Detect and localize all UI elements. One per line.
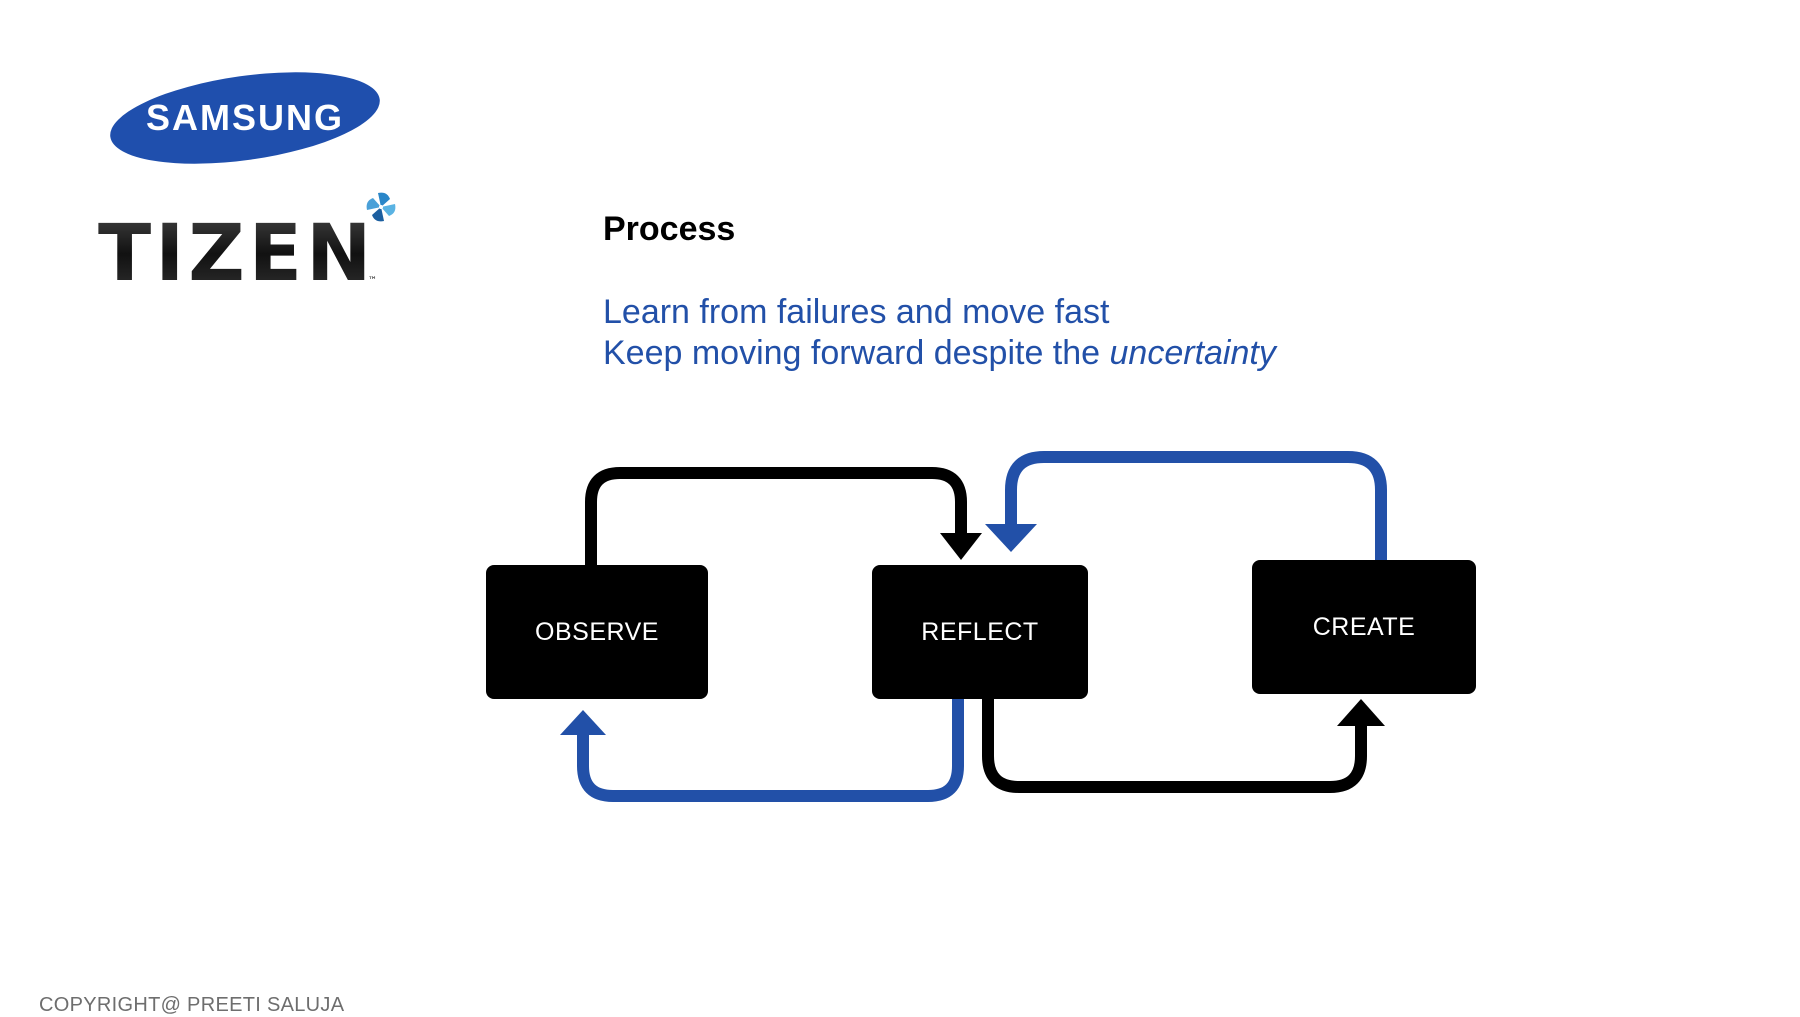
samsung-logo: SAMSUNG	[110, 72, 380, 164]
arrow-observe-to-reflect	[585, 467, 967, 565]
arrowhead-observe-to-reflect	[940, 533, 982, 560]
logo-area: SAMSUNG TIZEN ™	[90, 60, 410, 290]
slide-subtitle: Learn from failures and move fast Keep m…	[603, 292, 1276, 374]
subtitle-line-2: Keep moving forward despite the uncertai…	[603, 333, 1276, 374]
arrow-create-to-reflect	[1005, 451, 1387, 560]
slide-title: Process	[603, 210, 736, 248]
copyright-footer: COPYRIGHT@ PREETI SALUJA	[39, 994, 345, 1016]
subtitle-line-1: Learn from failures and move fast	[603, 293, 1110, 331]
arrowhead-create-to-reflect	[985, 524, 1037, 552]
tizen-trademark: ™	[368, 276, 377, 286]
arrow-reflect-to-create	[982, 699, 1367, 793]
node-create: CREATE	[1252, 560, 1476, 694]
tizen-logo: TIZEN ™	[98, 192, 396, 290]
node-reflect: REFLECT	[872, 565, 1088, 699]
samsung-wordmark: SAMSUNG	[146, 97, 344, 138]
subtitle-emphasis: uncertainty	[1109, 334, 1276, 372]
subtitle-line-2-text: Keep moving forward despite the	[603, 334, 1110, 372]
arrowhead-reflect-to-observe	[560, 710, 606, 735]
tizen-wordmark: TIZEN	[98, 209, 375, 290]
pinwheel-icon	[366, 192, 396, 222]
arrow-reflect-to-observe	[577, 699, 964, 802]
node-observe: OBSERVE	[486, 565, 708, 699]
arrowhead-reflect-to-create	[1337, 699, 1385, 726]
